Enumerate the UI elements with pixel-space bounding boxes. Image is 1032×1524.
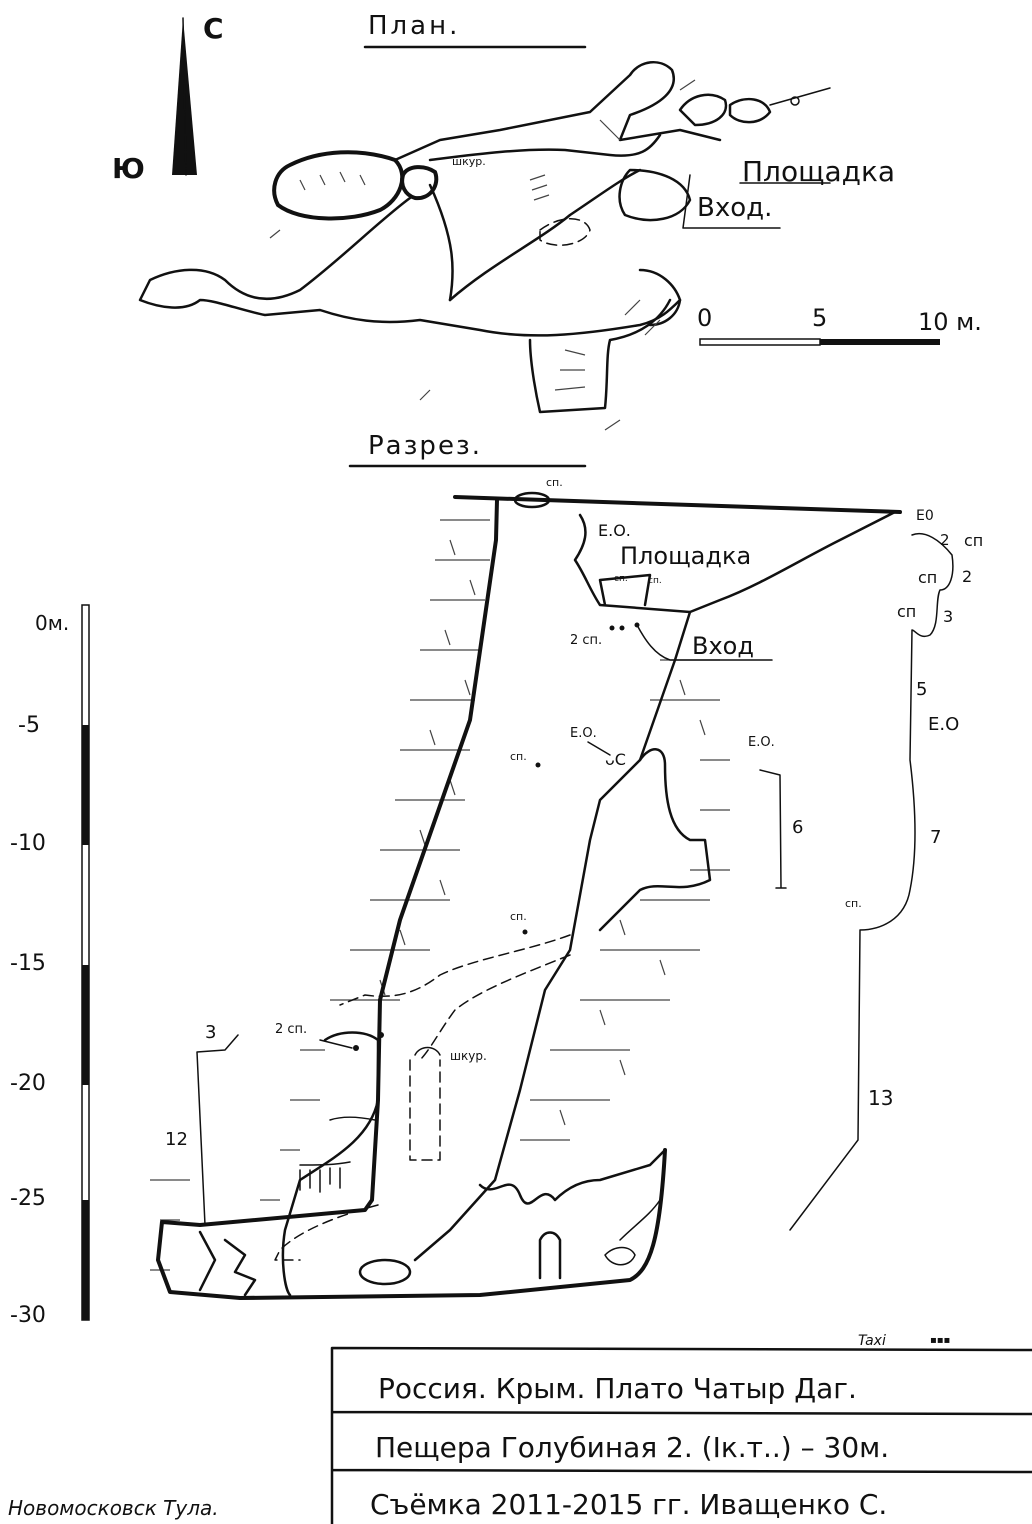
depth-tick-30: -30 — [10, 1303, 46, 1328]
section-entrance-leader — [636, 624, 773, 661]
eo-platform-label: Е.О. — [598, 521, 631, 540]
svg-text:ᴗC: ᴗC — [605, 750, 626, 769]
title-block: Россия. Крым. Плато Чатыр Даг. Пещера Го… — [330, 1346, 1032, 1524]
sp-rope13-label: сп. — [845, 897, 862, 910]
boulder-top — [513, 491, 551, 509]
rope-right-5: 5 — [916, 679, 927, 700]
rope-right-sp-a: сп — [964, 531, 983, 550]
eo-right-label: Е.О. — [748, 735, 775, 750]
two-sp-entrance-label: 2 сп. — [570, 633, 602, 648]
sp-shaft-lower-label: сп. — [510, 910, 527, 923]
section-squeeze-label: шкур. — [450, 1049, 487, 1063]
plan-scale-bar: 0 5 10 м. — [697, 304, 982, 346]
rope-right-3: 3 — [943, 607, 953, 626]
north-label: С — [203, 12, 224, 45]
rope-right-sp-c: сп — [897, 602, 916, 621]
scale-end: 10 м. — [918, 308, 982, 336]
two-sp-lower-label: 2 сп. — [275, 1022, 307, 1037]
scale-zero: 0 — [697, 304, 712, 332]
rope-left-3: 3 — [205, 1022, 216, 1043]
depth-tick-25: -25 — [10, 1186, 46, 1211]
depth-tick-20: -20 — [10, 1071, 46, 1096]
eo-shaft-label: Е.О. — [570, 726, 597, 741]
svg-text:▪▪▪: ▪▪▪ — [930, 1335, 950, 1346]
section-dashed-passages — [274, 934, 571, 1261]
depth-tick-0: 0м. — [35, 611, 69, 635]
plan-view: План. С Ю шкур. Площадка — [112, 11, 982, 431]
rope-right-eo-top: Е0 — [916, 508, 934, 524]
depth-tick-5: -5 — [18, 713, 40, 738]
rope-left-12: 12 — [165, 1129, 188, 1150]
section-title: Разрез. — [368, 431, 482, 461]
sp-box2-label: сп. — [648, 576, 662, 586]
plan-entrance-label: Вход. — [697, 193, 772, 223]
title-line-2: Пещера Голубиная 2. (Iк.т..) – 30м. — [375, 1431, 889, 1464]
footer-city: Новомосковск Тула. — [8, 1496, 219, 1520]
plan-entrance-leader — [682, 174, 781, 229]
north-arrow-icon — [172, 17, 197, 176]
south-label: Ю — [112, 152, 145, 185]
rope-lines — [196, 533, 954, 1231]
section-platform-label: Площадка — [620, 542, 751, 570]
rope-6: 6 — [792, 817, 803, 838]
title-line-1: Россия. Крым. Плато Чатыр Даг. — [378, 1372, 857, 1405]
rope-right-2b: 2 — [962, 567, 972, 586]
rope-right-eo-lower: Е.О — [928, 714, 959, 735]
plan-squeeze-label: шкур. — [452, 155, 486, 168]
depth-scale: 0м. -5 -10 -15 -20 -25 -30 — [10, 604, 90, 1328]
plan-cave-outline — [138, 61, 831, 431]
signature: Taxi — [858, 1333, 886, 1349]
scale-mid: 5 — [812, 304, 827, 332]
sp-top-label: сп. — [546, 476, 563, 489]
plan-title: План. — [368, 11, 460, 41]
depth-tick-15: -15 — [10, 951, 46, 976]
section-cave-outline — [156, 498, 897, 1300]
rope-right-sp-b: сп — [918, 568, 937, 587]
surface-line — [453, 495, 902, 514]
depth-tick-10: -10 — [10, 831, 46, 856]
sp-shaft-upper-label: сп. — [510, 750, 527, 763]
title-line-3: Съёмка 2011-2015 гг. Иващенко С. — [370, 1488, 887, 1521]
rope-13: 13 — [868, 1086, 893, 1110]
sp-box1-label: сп. — [614, 574, 628, 584]
section-view: Разрез. — [150, 431, 983, 1300]
section-entrance-label: Вход — [692, 632, 754, 660]
rope-right-2a: 2 — [940, 531, 950, 549]
rope-7: 7 — [930, 827, 941, 848]
